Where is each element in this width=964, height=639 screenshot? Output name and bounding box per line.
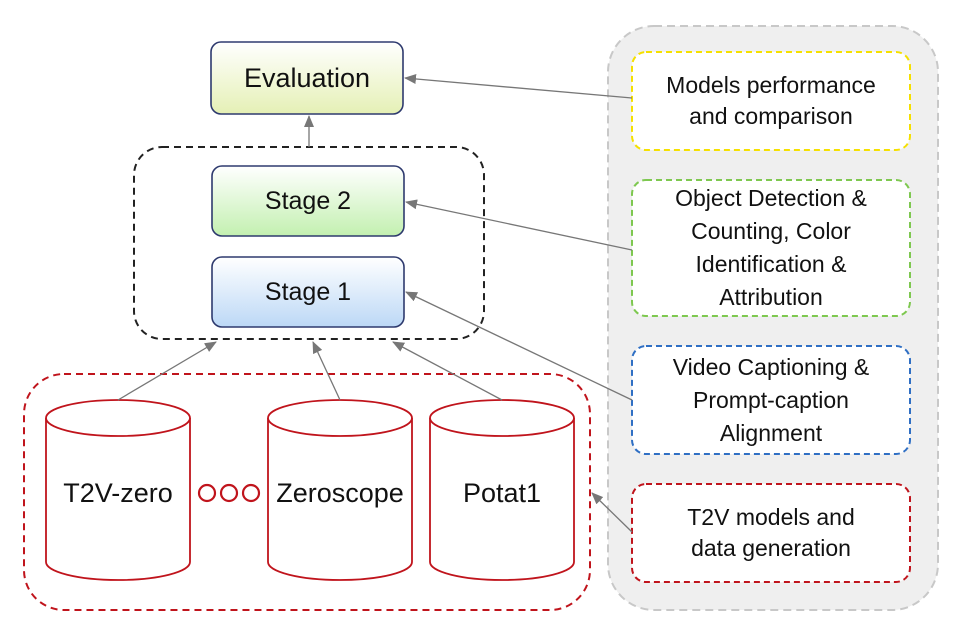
performance-box bbox=[631, 51, 911, 151]
zeroscope-cylinder bbox=[267, 399, 413, 581]
arrow-t2v-zero-to-stages bbox=[117, 341, 217, 401]
arrow-zeroscope-to-stages bbox=[312, 341, 341, 401]
t2v-zero-cylinder bbox=[45, 399, 191, 581]
arrow-performance-to-evaluation bbox=[404, 73, 633, 99]
detection-label: Object Detection & Counting, Color Ident… bbox=[675, 185, 867, 310]
generation-label: T2V models and data generation bbox=[687, 504, 855, 561]
potat1-cylinder bbox=[429, 399, 575, 581]
arrow-captioning-to-stage1 bbox=[405, 291, 633, 401]
captioning-label: Video Captioning & Prompt-caption Alignm… bbox=[672, 353, 870, 446]
arrow-detection-to-stage2 bbox=[405, 199, 633, 251]
models-container bbox=[23, 373, 591, 611]
t2v-zero-label: T2V-zero bbox=[63, 477, 173, 508]
stage2-box bbox=[211, 165, 405, 237]
stage2-label: Stage 2 bbox=[264, 187, 352, 215]
arrow-generation-to-models bbox=[591, 492, 633, 533]
performance-label: Models performance and comparison bbox=[666, 72, 876, 129]
arrow-potat1-to-stages bbox=[392, 341, 503, 401]
zeroscope-label: Zeroscope bbox=[276, 477, 404, 508]
evaluation-box bbox=[210, 41, 404, 115]
ellipsis-icon bbox=[197, 483, 261, 503]
side-panel bbox=[607, 25, 939, 611]
potat1-label: Potat1 bbox=[462, 477, 542, 508]
evaluation-label: Evaluation bbox=[243, 63, 371, 93]
generation-box bbox=[631, 483, 911, 583]
detection-box bbox=[631, 179, 911, 317]
stage1-box bbox=[211, 256, 405, 328]
stage1-label: Stage 1 bbox=[264, 278, 352, 306]
